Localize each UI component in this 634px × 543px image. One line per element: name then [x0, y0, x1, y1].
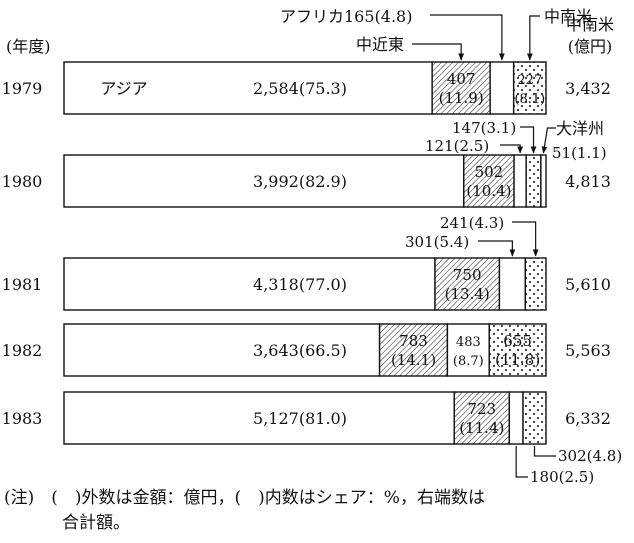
bar-segment-africa-1983 — [508, 391, 524, 445]
bar-segment-latin_america-1983 — [522, 391, 547, 445]
latin_america-value-label-1979: 227 — [517, 73, 542, 88]
bar-segment-asia-1980 — [63, 154, 465, 208]
year-label-1983: 1983 — [2, 409, 43, 428]
year-column-header: (年度) — [6, 37, 51, 56]
bar-segment-africa-1979 — [489, 61, 515, 115]
bar-segment-asia-1982 — [63, 323, 381, 377]
bar-segment-middle_east-1980 — [463, 154, 515, 208]
leader-latin-america — [526, 15, 540, 61]
bar-segment-latin_america-1979 — [512, 61, 547, 115]
leader-1983-africa — [515, 446, 528, 478]
callout-1981-africa: 301(5.4) — [405, 233, 469, 251]
total-label-1982: 5,563 — [565, 341, 611, 360]
total-label-1979: 3,432 — [565, 79, 611, 98]
year-label-1981: 1981 — [2, 275, 43, 294]
middle_east-value-label-1983: 723 — [467, 400, 496, 418]
middle_east-share-label-1980: (10.4) — [466, 182, 511, 200]
bar-segment-africa-1981 — [498, 257, 526, 311]
legend-label-africa: アフリカ165(4.8) — [280, 7, 412, 26]
africa-value-label-1982: 483 — [456, 335, 481, 350]
bar-segment-asia-1981 — [63, 257, 436, 311]
leader-oceania — [541, 127, 556, 154]
total-label-1983: 6,332 — [565, 409, 611, 428]
middle_east-value-label-1981: 750 — [453, 266, 482, 284]
asia-value-label-1980: 3,992(82.9) — [253, 172, 347, 191]
africa-share-label-1982: (8.7) — [453, 354, 484, 369]
bar-segment-middle_east-1983 — [453, 391, 511, 445]
bar-segment-middle_east-1981 — [434, 257, 501, 311]
asia-value-label-1983: 5,127(81.0) — [253, 409, 347, 428]
leader-middle-east — [412, 43, 465, 61]
total-label-1980: 4,813 — [565, 172, 611, 191]
bar-chart: (年度) 中南米 (億円) 1979 3,432 2,584(75.3) 407(11.9)… — [2, 7, 623, 485]
bar-segment-middle_east-1982 — [378, 323, 449, 377]
legend-label-middle-east: 中近東 — [356, 35, 404, 54]
footnote-line-2: 合計額。 — [62, 513, 130, 533]
asia-category-label: アジア — [100, 79, 147, 98]
middle_east-value-label-1980: 502 — [475, 163, 504, 181]
callout-1980-latin-america: 147(3.1) — [452, 119, 516, 137]
callout-1983-africa: 180(2.5) — [530, 468, 594, 485]
latin_america-share-label-1982: (11.8) — [495, 351, 540, 369]
asia-value-label-1979: 2,584(75.3) — [253, 79, 347, 98]
middle_east-value-label-1979: 407 — [447, 70, 476, 88]
callout-1983-latin-america: 302(4.8) — [558, 447, 622, 465]
bar-segment-latin_america-1981 — [524, 257, 547, 311]
bar-segment-latin_america-1982 — [488, 323, 547, 377]
bar-segment-oceania-1980 — [540, 154, 547, 208]
asia-value-label-1981: 4,318(77.0) — [253, 275, 347, 294]
latin_america-share-label-1979: (8.1) — [514, 92, 545, 107]
footnote: (注) ( )外数は金額：億円，( )内数はシェア：%，右端数は 合計額。 — [4, 486, 630, 536]
callout-1980-africa: 121(2.5) — [425, 137, 489, 155]
latin_america-value-label-1982: 655 — [503, 332, 532, 350]
legend-label-oceania: 大洋州 — [556, 119, 604, 138]
year-label-1979: 1979 — [2, 79, 43, 98]
bar-segment-latin_america-1980 — [525, 154, 542, 208]
legend-label-latin-america: 中南米 — [544, 7, 592, 26]
total-column-header-line2: (億円) — [568, 37, 613, 56]
leader-1980-africa — [500, 144, 523, 154]
year-label-1980: 1980 — [2, 172, 43, 191]
bar-segment-middle_east-1979 — [431, 61, 491, 115]
leader-1981-latin-america — [512, 221, 539, 257]
bar-segment-africa-1982 — [446, 323, 490, 377]
total-column-header-line1: 中南米 — [566, 15, 614, 34]
leader-1983-latin-america — [533, 446, 556, 457]
footnote-line-1: (注) ( )外数は金額：億円，( )内数はシェア：%，右端数は — [4, 488, 485, 508]
bar-segment-asia-1979 — [63, 61, 433, 115]
callout-1981-latin-america: 241(4.3) — [440, 214, 504, 232]
bar-segment-africa-1980 — [513, 154, 527, 208]
middle_east-share-label-1979: (11.9) — [439, 89, 484, 107]
middle_east-share-label-1982: (14.1) — [391, 351, 436, 369]
total-label-1981: 5,610 — [565, 275, 611, 294]
asia-value-label-1982: 3,643(66.5) — [253, 341, 347, 360]
leader-1980-latin-america — [520, 126, 537, 154]
leader-africa — [430, 14, 505, 61]
middle_east-value-label-1982: 783 — [399, 332, 428, 350]
middle_east-share-label-1983: (11.4) — [459, 419, 504, 437]
leader-1981-africa — [478, 240, 516, 257]
year-label-1982: 1982 — [2, 341, 43, 360]
callout-1980-oceania: 51(1.1) — [552, 144, 607, 162]
middle_east-share-label-1981: (13.4) — [445, 285, 490, 303]
